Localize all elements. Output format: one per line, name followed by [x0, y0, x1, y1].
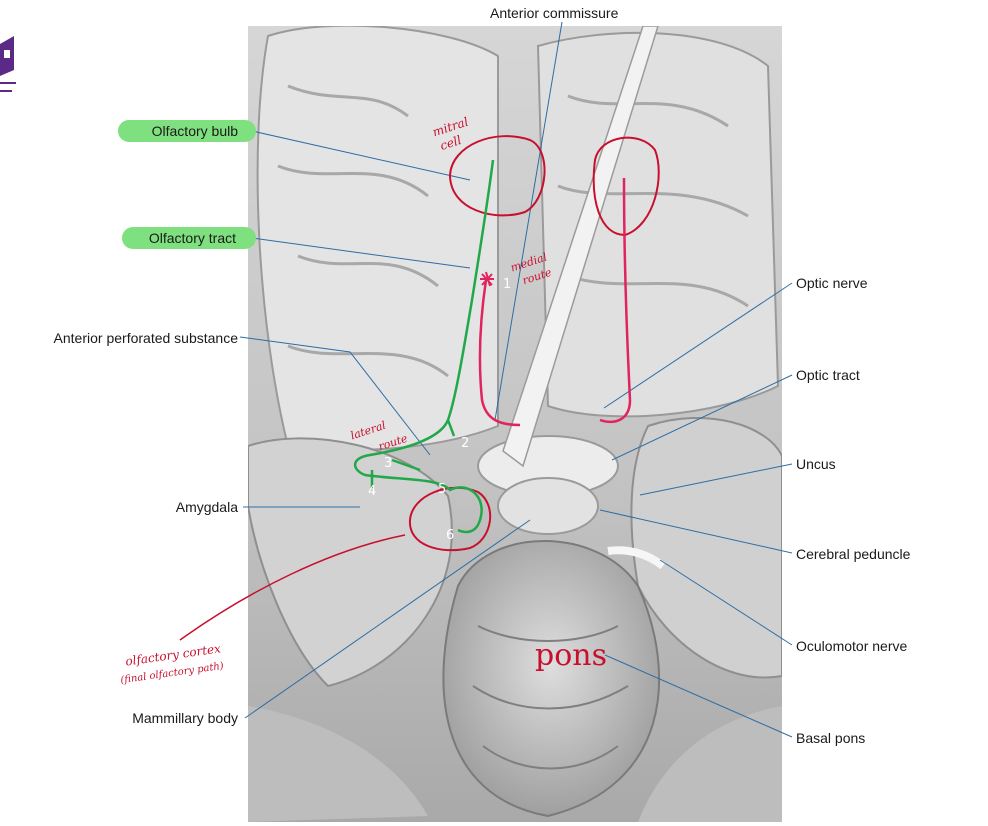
red-medial-path	[478, 279, 521, 427]
circle-mitral	[448, 135, 546, 217]
leader-olfactory-tract	[251, 237, 471, 269]
label-oculomotor-nerve: Oculomotor nerve	[796, 638, 908, 654]
label-basal-pons: Basal pons	[796, 730, 866, 746]
leader-anterior-commissure	[494, 21, 563, 421]
leader-oculomotor	[659, 559, 793, 646]
label-cerebral-peduncle: Cerebral peduncle	[796, 546, 911, 562]
cortex-pointer-line	[179, 534, 406, 641]
highlight-olfactory-bulb	[118, 120, 256, 142]
label-optic-tract: Optic tract	[796, 367, 860, 383]
marker-5: 5	[438, 482, 447, 497]
label-olfactory-bulb: Olfactory bulb	[151, 123, 238, 139]
annotation-pons: pons	[535, 638, 607, 673]
leader-mammillary	[244, 519, 531, 719]
leader-optic-tract	[611, 374, 793, 461]
leader-cerebral-peduncle	[599, 509, 793, 554]
highlight-olfactory-tract	[122, 227, 256, 249]
circle-right-bulb	[592, 136, 660, 237]
leader-anterior-perforated	[239, 336, 431, 456]
circle-cortex	[408, 486, 492, 552]
label-mammillary-body: Mammillary body	[132, 710, 238, 726]
label-olfactory-tract: Olfactory tract	[148, 230, 236, 246]
leader-optic-nerve	[603, 282, 793, 409]
leader-basal-pons	[604, 654, 793, 738]
label-uncus: Uncus	[796, 456, 836, 472]
marker-3: 3	[384, 456, 393, 471]
green-olfactory-path	[353, 159, 495, 534]
label-anterior-perforated-substance: Anterior perforated substance	[53, 330, 238, 346]
logo-icon	[0, 36, 16, 92]
marker-1: 1	[503, 277, 512, 292]
mitral-star-icon	[480, 271, 494, 287]
marker-4: 4	[368, 484, 377, 499]
leader-uncus	[639, 463, 793, 496]
marker-2: 2	[461, 436, 470, 451]
label-optic-nerve: Optic nerve	[796, 275, 868, 291]
leader-olfactory-bulb	[251, 130, 471, 181]
label-amygdala: Amygdala	[175, 499, 238, 515]
marker-6: 6	[446, 528, 455, 543]
red-right-path	[599, 177, 632, 424]
label-anterior-commissure: Anterior commissure	[490, 5, 619, 21]
